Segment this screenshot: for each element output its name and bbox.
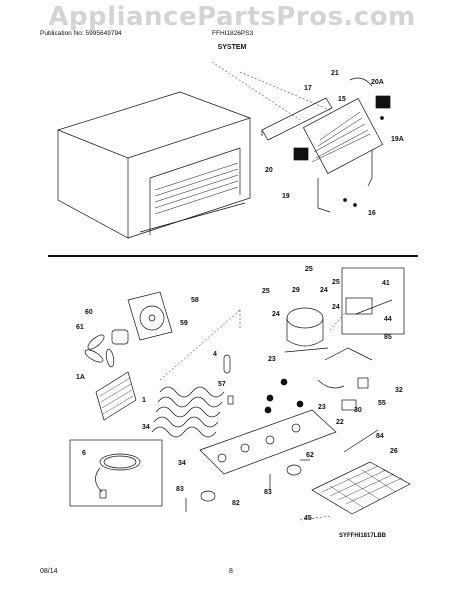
callout-25-left: 25 (262, 288, 270, 295)
relay-cover (345, 297, 373, 315)
callout-84: 84 (376, 433, 384, 440)
page-title: SYSTEM (217, 44, 247, 51)
callout-24-top: 24 (320, 287, 328, 294)
defrost-heater-block-left (293, 147, 309, 161)
callout-58: 58 (191, 297, 199, 304)
model-number: FFHI1826PS3 (212, 30, 254, 37)
section-divider (48, 255, 418, 257)
callout-30: 30 (354, 407, 362, 414)
callout-4: 4 (213, 351, 217, 358)
callout-23-lower: 23 (318, 404, 326, 411)
defrost-heater-block (375, 95, 391, 109)
drain-tube-lower (343, 429, 379, 453)
callout-23-upper: 23 (268, 356, 276, 363)
front-roller (286, 464, 302, 476)
callout-32: 32 (395, 387, 403, 394)
drain-pan (311, 461, 411, 515)
fan-shroud (95, 371, 137, 421)
callout-55: 55 (378, 400, 386, 407)
callout-16: 16 (368, 210, 376, 217)
callout-17: 17 (304, 85, 312, 92)
overload-protector (341, 399, 357, 411)
callout-19a: 19A (391, 136, 404, 143)
callout-60: 60 (85, 309, 93, 316)
callout-22: 22 (336, 419, 344, 426)
callout-15: 15 (338, 96, 346, 103)
callout-82: 82 (232, 500, 240, 507)
watermark: AppliancePartsPros.com (48, 2, 416, 32)
callout-41: 41 (382, 280, 390, 287)
callout-61: 61 (76, 324, 84, 331)
callout-83-left: 83 (176, 486, 184, 493)
grommets (264, 378, 304, 414)
callout-25-right: 25 (332, 279, 340, 286)
diagram-reference-code: SYFFHI1817LBB (339, 533, 387, 539)
callout-26: 26 (390, 448, 398, 455)
evaporator-cover (261, 97, 333, 141)
callout-25-top: 25 (305, 266, 313, 273)
publication-number: Publication No: 5995649794 (40, 30, 122, 37)
footer-date: 08/14 (40, 568, 58, 575)
callout-21: 21 (331, 70, 339, 77)
inset-box-power-cord (69, 439, 163, 507)
dryer (223, 354, 231, 374)
callout-59: 59 (180, 320, 188, 327)
rear-roller (200, 490, 216, 502)
footer-page: 8 (229, 568, 233, 575)
compressor (284, 307, 329, 353)
fan-motor (111, 329, 129, 345)
callout-24-right: 24 (332, 304, 340, 311)
callout-19: 19 (282, 193, 290, 200)
refrigerator-cabinet (56, 91, 252, 239)
relay (357, 377, 369, 389)
callout-6: 6 (82, 450, 86, 457)
drain-tube (349, 77, 373, 87)
callout-34-upper: 34 (142, 424, 150, 431)
callout-24-left: 24 (272, 311, 280, 318)
callout-83-right: 83 (264, 489, 272, 496)
heater-wire (317, 178, 331, 213)
callout-20a: 20A (371, 79, 384, 86)
callout-85: 85 (384, 334, 392, 341)
callout-45: 45 (304, 515, 312, 522)
clip (227, 395, 234, 405)
callout-62: 62 (306, 452, 314, 459)
callout-34-lower: 34 (178, 460, 186, 467)
callout-44: 44 (384, 316, 392, 323)
callout-57: 57 (218, 381, 226, 388)
power-cord-conduit (324, 347, 373, 361)
callout-1a: 1A (76, 374, 85, 381)
callout-29: 29 (292, 287, 300, 294)
callout-1: 1 (142, 397, 146, 404)
callout-20: 20 (265, 167, 273, 174)
screws (343, 116, 384, 207)
fan-blade (84, 334, 115, 368)
condenser-fan-bracket (127, 291, 173, 341)
evaporator-coil (302, 98, 384, 174)
compressor-mount-plate (199, 409, 337, 475)
inset-box-relay (341, 267, 405, 335)
condenser-coil (151, 386, 225, 438)
